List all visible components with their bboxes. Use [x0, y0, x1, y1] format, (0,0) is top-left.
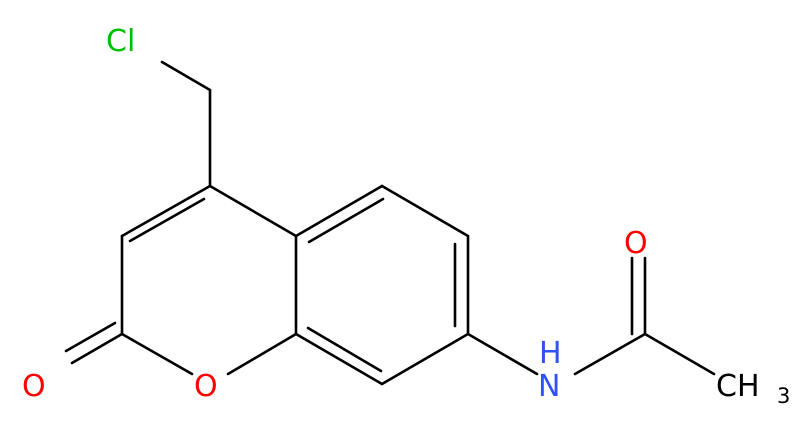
- nitrogen-label: N: [538, 369, 560, 404]
- bonds: [64, 60, 716, 386]
- atom-labels: Cl O O N H O CH 3: [22, 24, 790, 408]
- bond-o1-c8a: [226, 332, 298, 376]
- bond-c8-c8a: [294, 332, 384, 386]
- bond-c2-o1: [120, 332, 194, 376]
- ring-oxygen-label: O: [194, 369, 218, 404]
- bond-c4-c3-inner: [128, 197, 206, 243]
- bond-n-camide: [573, 332, 647, 376]
- bond-c7-c8: [380, 332, 470, 386]
- chlorine-label: Cl: [106, 24, 135, 59]
- bond-c5-c6: [380, 184, 470, 238]
- bond-c4a-c5: [294, 184, 384, 238]
- bond-c4-c3: [120, 184, 212, 238]
- lactone-carbonyl-oxygen-label: O: [22, 369, 46, 404]
- amide-carbonyl-oxygen-label: O: [624, 226, 648, 261]
- nitrogen-hydrogen-label: H: [539, 336, 562, 371]
- bond-c4a-c4: [208, 184, 298, 238]
- bond-c8-c8a-inner: [306, 326, 383, 373]
- methyl-label: CH: [716, 369, 760, 404]
- methyl-subscript: 3: [777, 384, 790, 408]
- bond-c7-n: [466, 332, 539, 376]
- bond-c4a-c5-inner: [307, 197, 385, 244]
- bond-ch2-cl: [160, 60, 212, 92]
- bond-camide-ch3: [643, 332, 716, 376]
- bond-c2-o-double-b: [64, 321, 117, 353]
- bond-c2-o-double-a: [70, 332, 124, 365]
